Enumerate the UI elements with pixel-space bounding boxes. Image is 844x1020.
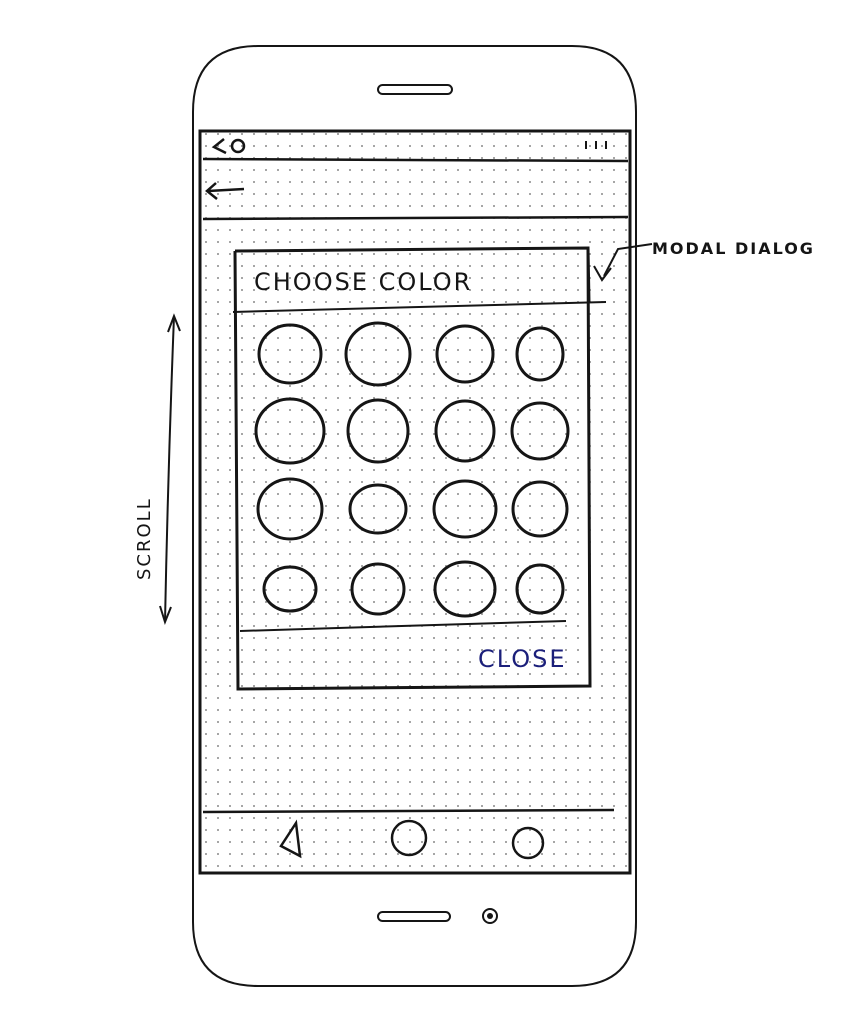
camera-dot-icon	[482, 908, 498, 924]
color-swatch[interactable]	[257, 323, 323, 385]
color-swatch[interactable]	[344, 321, 412, 387]
circle-recents-icon[interactable]	[511, 826, 545, 860]
circle-home-icon[interactable]	[390, 819, 428, 857]
modal-dialog-annotation: MODAL DIALOG	[593, 239, 815, 282]
color-swatch[interactable]	[515, 326, 565, 382]
color-swatch[interactable]	[256, 477, 324, 541]
arrow-left-icon[interactable]	[205, 182, 245, 200]
color-swatch[interactable]	[511, 480, 569, 538]
color-swatch[interactable]	[434, 399, 496, 463]
color-swatch[interactable]	[433, 560, 497, 618]
dialog-frame	[233, 246, 592, 691]
bottom-speaker	[377, 911, 451, 922]
scroll-label: SCROLL	[134, 497, 155, 580]
back-circle-icon	[211, 138, 246, 155]
color-swatch[interactable]	[515, 563, 565, 615]
color-swatch[interactable]	[254, 397, 326, 465]
screen-dot-grid	[200, 131, 630, 873]
color-swatch[interactable]	[510, 401, 570, 461]
color-swatch[interactable]	[350, 562, 406, 616]
modal-dialog-label: MODAL DIALOG	[652, 239, 815, 258]
color-swatch[interactable]	[262, 565, 318, 613]
earpiece-speaker	[377, 84, 453, 95]
phone-body	[192, 45, 637, 987]
color-swatch[interactable]	[348, 483, 408, 535]
screen	[198, 129, 632, 875]
dialog-title: CHOOSE COLOR	[254, 268, 472, 296]
navigation-bar	[202, 808, 615, 860]
modal-dialog: CHOOSE COLOR CLOSE	[232, 246, 607, 691]
color-swatch[interactable]	[346, 398, 410, 464]
color-swatch[interactable]	[435, 324, 495, 384]
status-bar	[202, 138, 629, 163]
close-button[interactable]: CLOSE	[478, 645, 567, 673]
color-swatch-grid	[254, 321, 570, 618]
app-bar	[202, 182, 629, 221]
scroll-annotation: SCROLL	[134, 313, 181, 625]
signal-icon	[585, 141, 607, 149]
triangle-back-icon[interactable]	[279, 819, 302, 859]
color-swatch[interactable]	[432, 479, 498, 539]
